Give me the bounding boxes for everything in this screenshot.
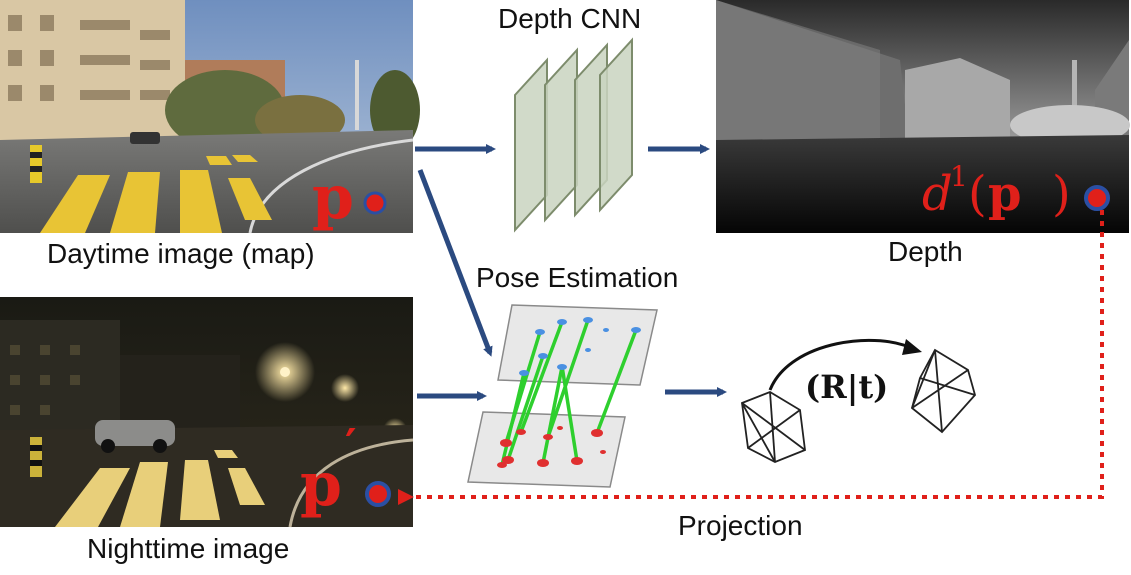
depth-map — [716, 0, 1130, 233]
depth-superscript: 1 — [950, 160, 968, 193]
depth-p-label: p — [988, 166, 1022, 222]
pose-estimation-icon — [467, 304, 658, 488]
daytime-caption: Daytime image (map) — [47, 238, 315, 269]
point-p-prime-label: p — [300, 450, 342, 520]
point-p-label: p — [312, 163, 354, 233]
nighttime-caption: Nighttime image — [87, 533, 290, 564]
flow-arrows — [415, 144, 727, 401]
prime-mark: ′ — [345, 420, 357, 471]
depth-cnn-icon — [514, 37, 633, 233]
point-p-prime-marker — [365, 481, 391, 507]
nighttime-image — [0, 297, 414, 528]
depth-caption: Depth — [888, 236, 963, 267]
pose-rt-label: (R|t) — [805, 368, 888, 406]
point-p-marker — [363, 191, 387, 215]
depth-close-paren: ) — [1052, 166, 1071, 222]
projection-arrow — [398, 210, 1104, 505]
pose-transform-arc — [768, 338, 916, 391]
depth-d-label: d — [922, 166, 953, 222]
pose-transform-arrowhead — [902, 339, 922, 355]
depth-open-paren: ( — [968, 166, 987, 222]
daytime-image — [0, 0, 420, 234]
depth-point-marker — [1084, 185, 1110, 211]
projection-caption: Projection — [678, 510, 803, 541]
depth-cnn-caption: Depth CNN — [498, 3, 642, 34]
pose-estimation-caption: Pose Estimation — [476, 262, 679, 293]
camera-pose-icon — [741, 348, 976, 463]
arrow-day-to-pose — [417, 169, 493, 357]
